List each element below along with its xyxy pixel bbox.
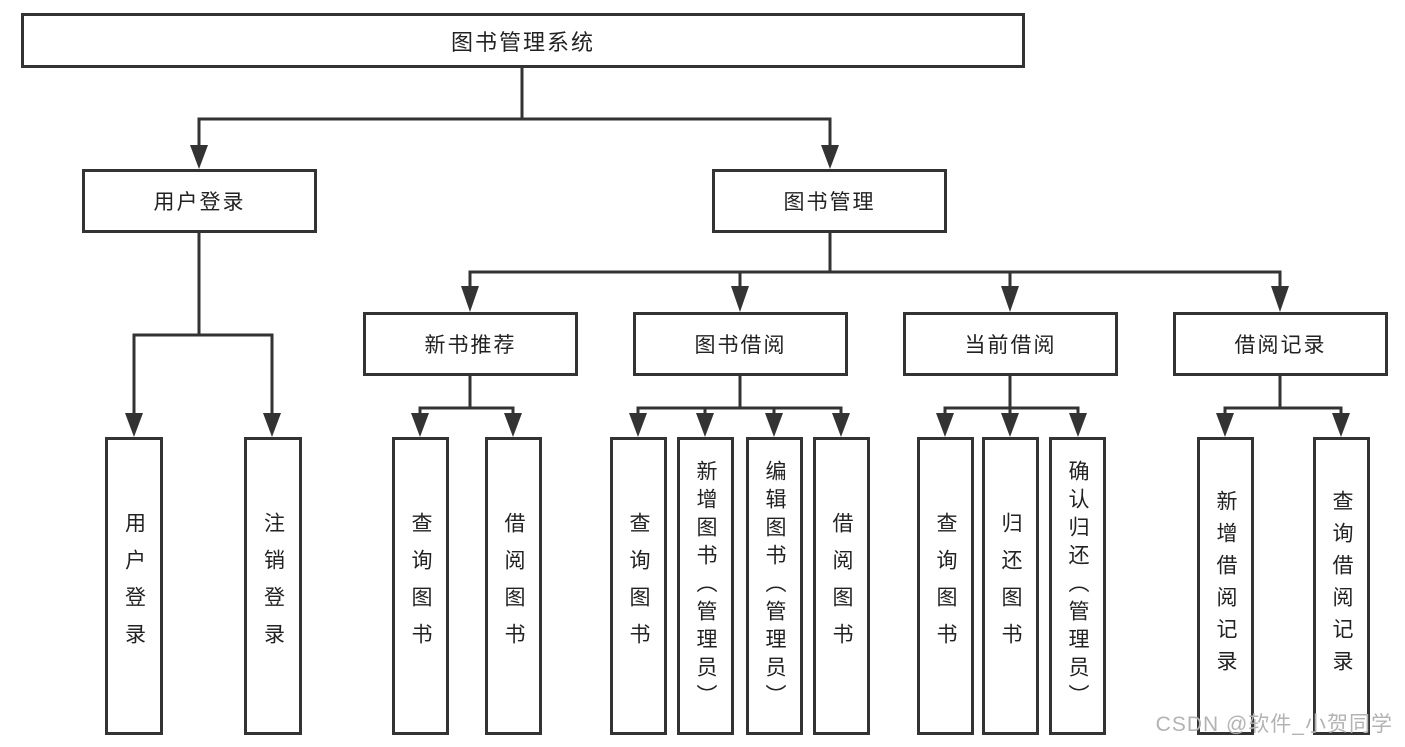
leaf-borrowing-add-books: 新增图书（管理员） xyxy=(677,437,734,735)
connector-line-group xyxy=(132,68,1343,416)
arrowhead-icon xyxy=(731,286,749,312)
arrowhead-icon xyxy=(936,413,954,437)
node-user-login: 用户登录 xyxy=(82,169,317,233)
arrowhead-icon xyxy=(1271,286,1289,312)
arrowhead-icon xyxy=(629,413,647,437)
arrowhead-icon xyxy=(1001,286,1019,312)
leaf-borrowing-edit-books: 编辑图书（管理员） xyxy=(746,437,803,735)
node-book-management-label: 图书管理 xyxy=(783,191,876,214)
node-root-label: 图书管理系统 xyxy=(450,29,595,55)
leaf-borrowing-query-books-label: 查询图书 xyxy=(627,512,650,660)
leaf-borrowing-add-books-label: 新增图书（管理员） xyxy=(694,460,717,712)
node-new-book-recommend-label: 新书推荐 xyxy=(424,334,517,357)
connector-arrowhead-group xyxy=(125,145,1350,437)
leaf-logout-label: 注销登录 xyxy=(261,512,285,660)
arrowhead-icon xyxy=(411,413,429,437)
connector-line xyxy=(1223,374,1343,416)
leaf-records-query-record-label: 查询借阅记录 xyxy=(1330,490,1353,682)
connector-line xyxy=(636,374,843,416)
leaf-borrowing-edit-books-label: 编辑图书（管理员） xyxy=(763,460,786,712)
arrowhead-icon xyxy=(125,413,143,437)
leaf-logout: 注销登录 xyxy=(244,437,302,735)
connector-line xyxy=(132,233,274,416)
arrowhead-icon xyxy=(1332,413,1350,437)
leaf-borrowing-borrow-books: 借阅图书 xyxy=(813,437,870,735)
leaf-current-confirm-return: 确认归还（管理员） xyxy=(1049,437,1106,735)
node-current-borrowing: 当前借阅 xyxy=(903,312,1118,376)
leaf-user-login-label: 用户登录 xyxy=(122,512,146,660)
connector-line xyxy=(418,374,515,416)
connector-line xyxy=(197,68,832,150)
node-borrow-records-label: 借阅记录 xyxy=(1234,334,1327,357)
node-book-borrowing-label: 图书借阅 xyxy=(694,334,787,357)
leaf-records-add-record: 新增借阅记录 xyxy=(1197,437,1254,735)
node-user-login-label: 用户登录 xyxy=(153,191,246,214)
leaf-records-add-record-label: 新增借阅记录 xyxy=(1214,490,1237,682)
watermark: CSDN @软件_小贺同学 xyxy=(1155,713,1393,736)
leaf-current-confirm-return-label: 确认归还（管理员） xyxy=(1066,460,1089,712)
node-book-borrowing: 图书借阅 xyxy=(633,312,848,376)
arrowhead-icon xyxy=(263,413,281,437)
leaf-user-login: 用户登录 xyxy=(105,437,163,735)
arrowhead-icon xyxy=(1216,413,1234,437)
connector-line xyxy=(468,233,1282,294)
arrowhead-icon xyxy=(832,413,850,437)
node-book-management: 图书管理 xyxy=(712,169,947,233)
arrowhead-icon xyxy=(190,145,208,169)
arrowhead-icon xyxy=(821,145,839,169)
arrowhead-icon xyxy=(696,413,714,437)
leaf-current-return-books-label: 归还图书 xyxy=(999,512,1022,660)
arrowhead-icon xyxy=(1001,413,1019,437)
leaf-recommend-query-books: 查询图书 xyxy=(392,437,449,735)
leaf-recommend-query-books-label: 查询图书 xyxy=(409,512,432,660)
connector-line xyxy=(943,374,1080,416)
arrowhead-icon xyxy=(504,413,522,437)
leaf-current-query-books-label: 查询图书 xyxy=(934,512,957,660)
node-new-book-recommend: 新书推荐 xyxy=(363,312,578,376)
node-borrow-records: 借阅记录 xyxy=(1173,312,1388,376)
leaf-recommend-borrow-books: 借阅图书 xyxy=(485,437,542,735)
leaf-current-query-books: 查询图书 xyxy=(917,437,974,735)
arrowhead-icon xyxy=(765,413,783,437)
leaf-borrowing-query-books: 查询图书 xyxy=(610,437,667,735)
arrowhead-icon xyxy=(1069,413,1087,437)
arrowhead-icon xyxy=(461,286,479,312)
leaf-current-return-books: 归还图书 xyxy=(982,437,1039,735)
leaf-recommend-borrow-books-label: 借阅图书 xyxy=(502,512,525,660)
node-current-borrowing-label: 当前借阅 xyxy=(964,334,1057,357)
node-root: 图书管理系统 xyxy=(21,13,1025,68)
leaf-records-query-record: 查询借阅记录 xyxy=(1313,437,1370,735)
leaf-borrowing-borrow-books-label: 借阅图书 xyxy=(830,512,853,660)
